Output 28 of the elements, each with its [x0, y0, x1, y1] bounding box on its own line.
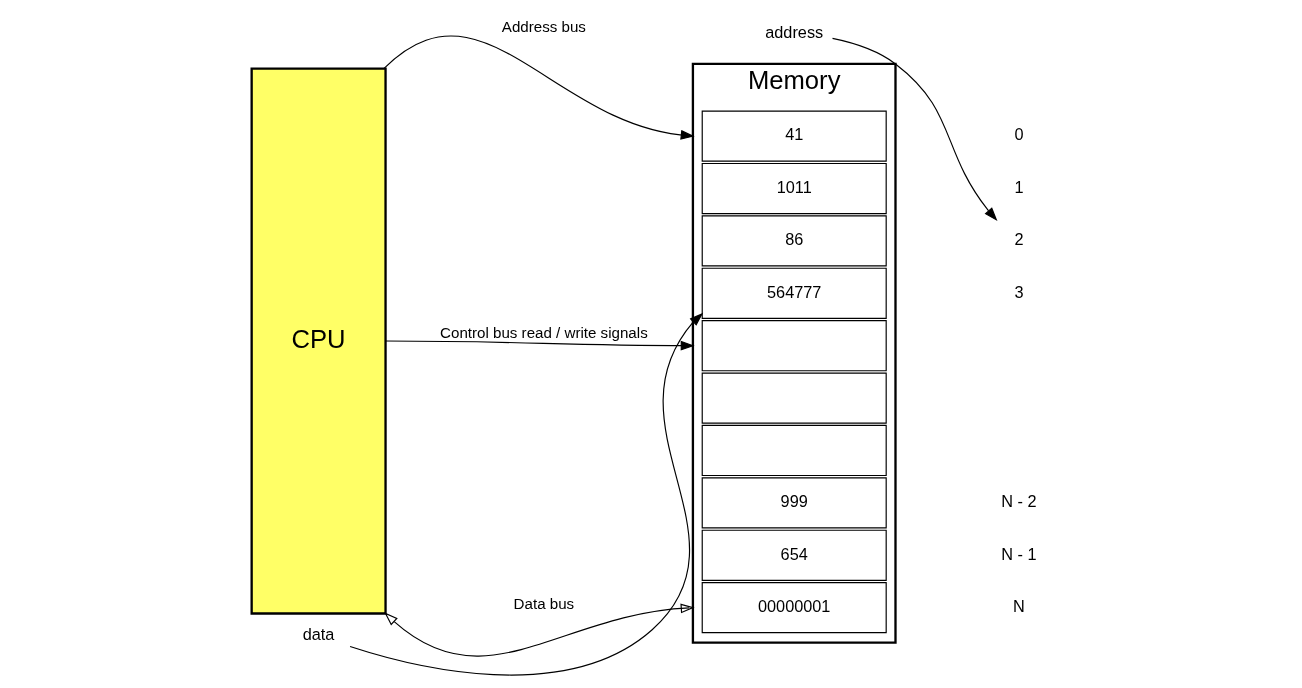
node-box: 00000001 [701, 582, 887, 634]
node-text: N [1013, 596, 1025, 615]
node-box: 41 [701, 110, 887, 162]
edge-label: Data bus [513, 595, 575, 613]
node-box: CPU [250, 67, 387, 615]
arrow [384, 340, 695, 351]
node-text: 1 [1014, 177, 1024, 196]
edge-label: Address bus [501, 17, 586, 35]
node-box: 654 [701, 529, 887, 581]
node-text: 2 [1014, 230, 1024, 249]
node-text: 3 [1014, 282, 1024, 301]
arrow [349, 312, 704, 676]
arrow [383, 35, 695, 140]
node-text: N - 2 [1001, 492, 1037, 511]
node-box: 999 [701, 477, 887, 529]
edge-label: Control bus read / write signals [440, 324, 648, 342]
node-box [701, 320, 887, 372]
node-text: N - 1 [1001, 544, 1037, 563]
node-text: address [765, 22, 824, 41]
node-box: 86 [701, 215, 887, 267]
node-text: 0 [1014, 125, 1024, 144]
arrow [831, 37, 998, 222]
node-box: 1011 [701, 162, 887, 215]
node-box [701, 372, 887, 424]
node-box: 564777 [701, 267, 887, 319]
node-box [701, 424, 887, 477]
arrow [384, 603, 695, 657]
node-text: data [302, 624, 335, 643]
